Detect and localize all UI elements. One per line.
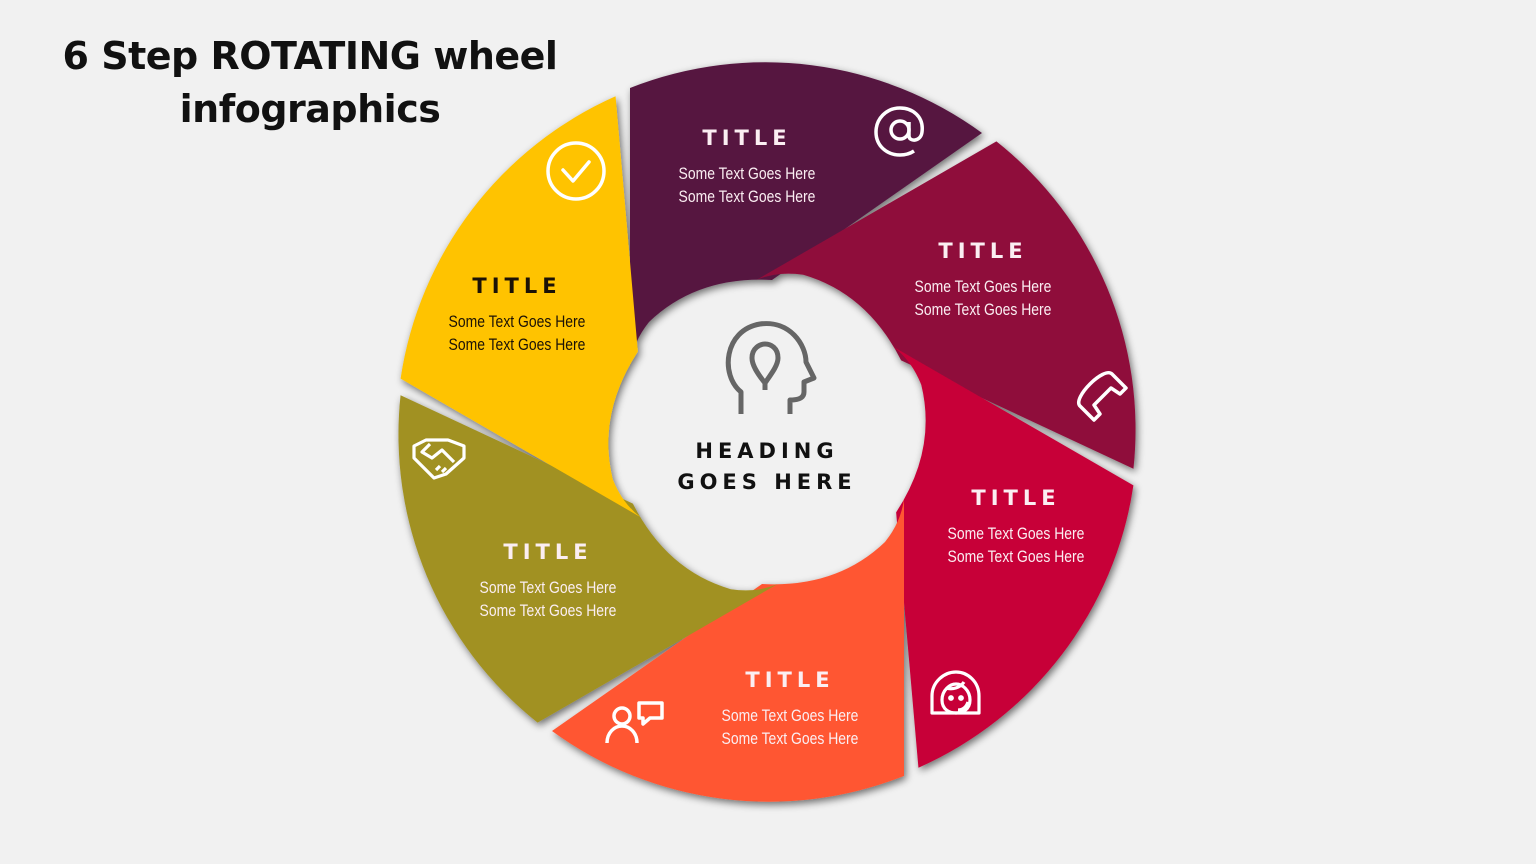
- segment-3-line-2: Some Text Goes Here: [947, 547, 1085, 566]
- page-title-line-1: 6 Step ROTATING wheel: [62, 34, 558, 78]
- segment-6-line-2: Some Text Goes Here: [448, 335, 586, 354]
- segment-2-title: TITLE: [938, 239, 1028, 263]
- segment-5-line-2: Some Text Goes Here: [479, 601, 617, 620]
- segment-1-line-1: Some Text Goes Here: [678, 164, 816, 183]
- page-title-line-2: infographics: [179, 87, 441, 131]
- check-circle-icon: [546, 141, 606, 201]
- segment-1-line-2: Some Text Goes Here: [678, 187, 816, 206]
- segment-1-title: TITLE: [702, 126, 792, 150]
- segment-3-text: TITLE Some Text Goes Here Some Text Goes…: [906, 486, 1126, 568]
- segment-6-title: TITLE: [472, 274, 562, 298]
- segment-3-line-1: Some Text Goes Here: [947, 524, 1085, 543]
- segment-3-title: TITLE: [971, 486, 1061, 510]
- center-heading: HEADING GOES HERE: [650, 436, 884, 498]
- segment-4-line-1: Some Text Goes Here: [721, 706, 859, 725]
- segment-5-text: TITLE Some Text Goes Here Some Text Goes…: [438, 540, 658, 622]
- at-sign-icon: [874, 106, 924, 157]
- user-chat-icon: [605, 701, 664, 744]
- segment-2-text: TITLE Some Text Goes Here Some Text Goes…: [873, 239, 1093, 321]
- segment-2-line-2: Some Text Goes Here: [914, 300, 1052, 319]
- handshake-icon: [412, 438, 466, 480]
- segment-6-line-1: Some Text Goes Here: [448, 312, 586, 331]
- segment-5-title: TITLE: [503, 540, 593, 564]
- segment-4-line-2: Some Text Goes Here: [721, 729, 859, 748]
- segment-6-text: TITLE Some Text Goes Here Some Text Goes…: [407, 274, 627, 356]
- center-heading-line-1: HEADING: [695, 439, 839, 463]
- phone-icon: [1077, 371, 1128, 422]
- customer-support-icon: [930, 670, 981, 715]
- head-lightbulb-icon: [725, 321, 817, 414]
- segment-1-text: TITLE Some Text Goes Here Some Text Goes…: [637, 126, 857, 208]
- segment-2-line-1: Some Text Goes Here: [914, 277, 1052, 296]
- segment-4-title: TITLE: [745, 668, 835, 692]
- segment-5-line-1: Some Text Goes Here: [479, 578, 617, 597]
- center-heading-line-2: GOES HERE: [677, 470, 857, 494]
- page-title: 6 Step ROTATING wheel infographics: [60, 30, 560, 136]
- segment-4-text: TITLE Some Text Goes Here Some Text Goes…: [680, 668, 900, 750]
